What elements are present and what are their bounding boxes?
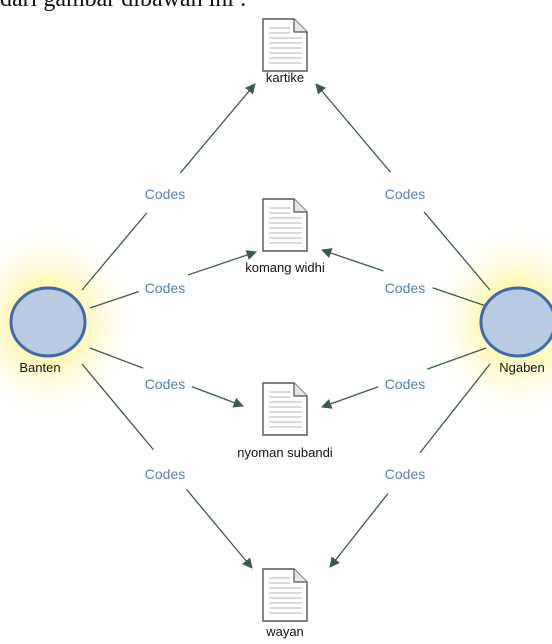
document-node-label: nyoman subandi [237,445,333,460]
document-icon [262,382,308,436]
edge-label: Codes [385,466,425,482]
edge-banten-nyoman[interactable]: Codes [89,347,244,408]
page-caption: dari gambar dibawah ini : [0,0,247,13]
document-icon [262,198,308,252]
edge-label: Codes [145,466,185,482]
edge-label: Codes [145,376,185,392]
edge-ngaben-nyoman[interactable]: Codes [321,347,487,409]
document-node-kartike[interactable]: kartike [262,18,308,85]
edge-banten-komang[interactable]: Codes [89,250,257,309]
edge-banten-kartike[interactable]: Codes [81,83,256,291]
document-node-label: komang widhi [245,260,325,275]
edge-banten-wayan[interactable]: Codes [81,363,253,569]
case-node-ngaben[interactable]: Ngaben [479,286,552,375]
edge-ngaben-kartike[interactable]: Codes [315,83,491,291]
edge-ngaben-wayan[interactable]: Codes [329,363,491,568]
document-node-nyoman[interactable]: nyoman subandi [237,382,333,460]
document-node-wayan[interactable]: wayan [262,568,308,639]
case-node-banten[interactable]: Banten [9,286,87,375]
document-node-label: wayan [265,624,304,639]
case-circle-icon [9,286,87,358]
document-node-komang[interactable]: komang widhi [245,198,325,275]
edge-label: Codes [145,280,185,296]
case-node-label: Banten [19,360,60,375]
edge-label: Codes [385,186,425,202]
edge-label: Codes [385,280,425,296]
case-circle-icon [479,286,552,358]
document-node-label: kartike [266,70,304,85]
case-node-label: Ngaben [499,360,545,375]
edge-label: Codes [145,186,185,202]
document-icon [262,18,308,72]
edge-label: Codes [385,376,425,392]
edge-ngaben-komang[interactable]: Codes [321,248,487,307]
document-icon [262,568,308,622]
